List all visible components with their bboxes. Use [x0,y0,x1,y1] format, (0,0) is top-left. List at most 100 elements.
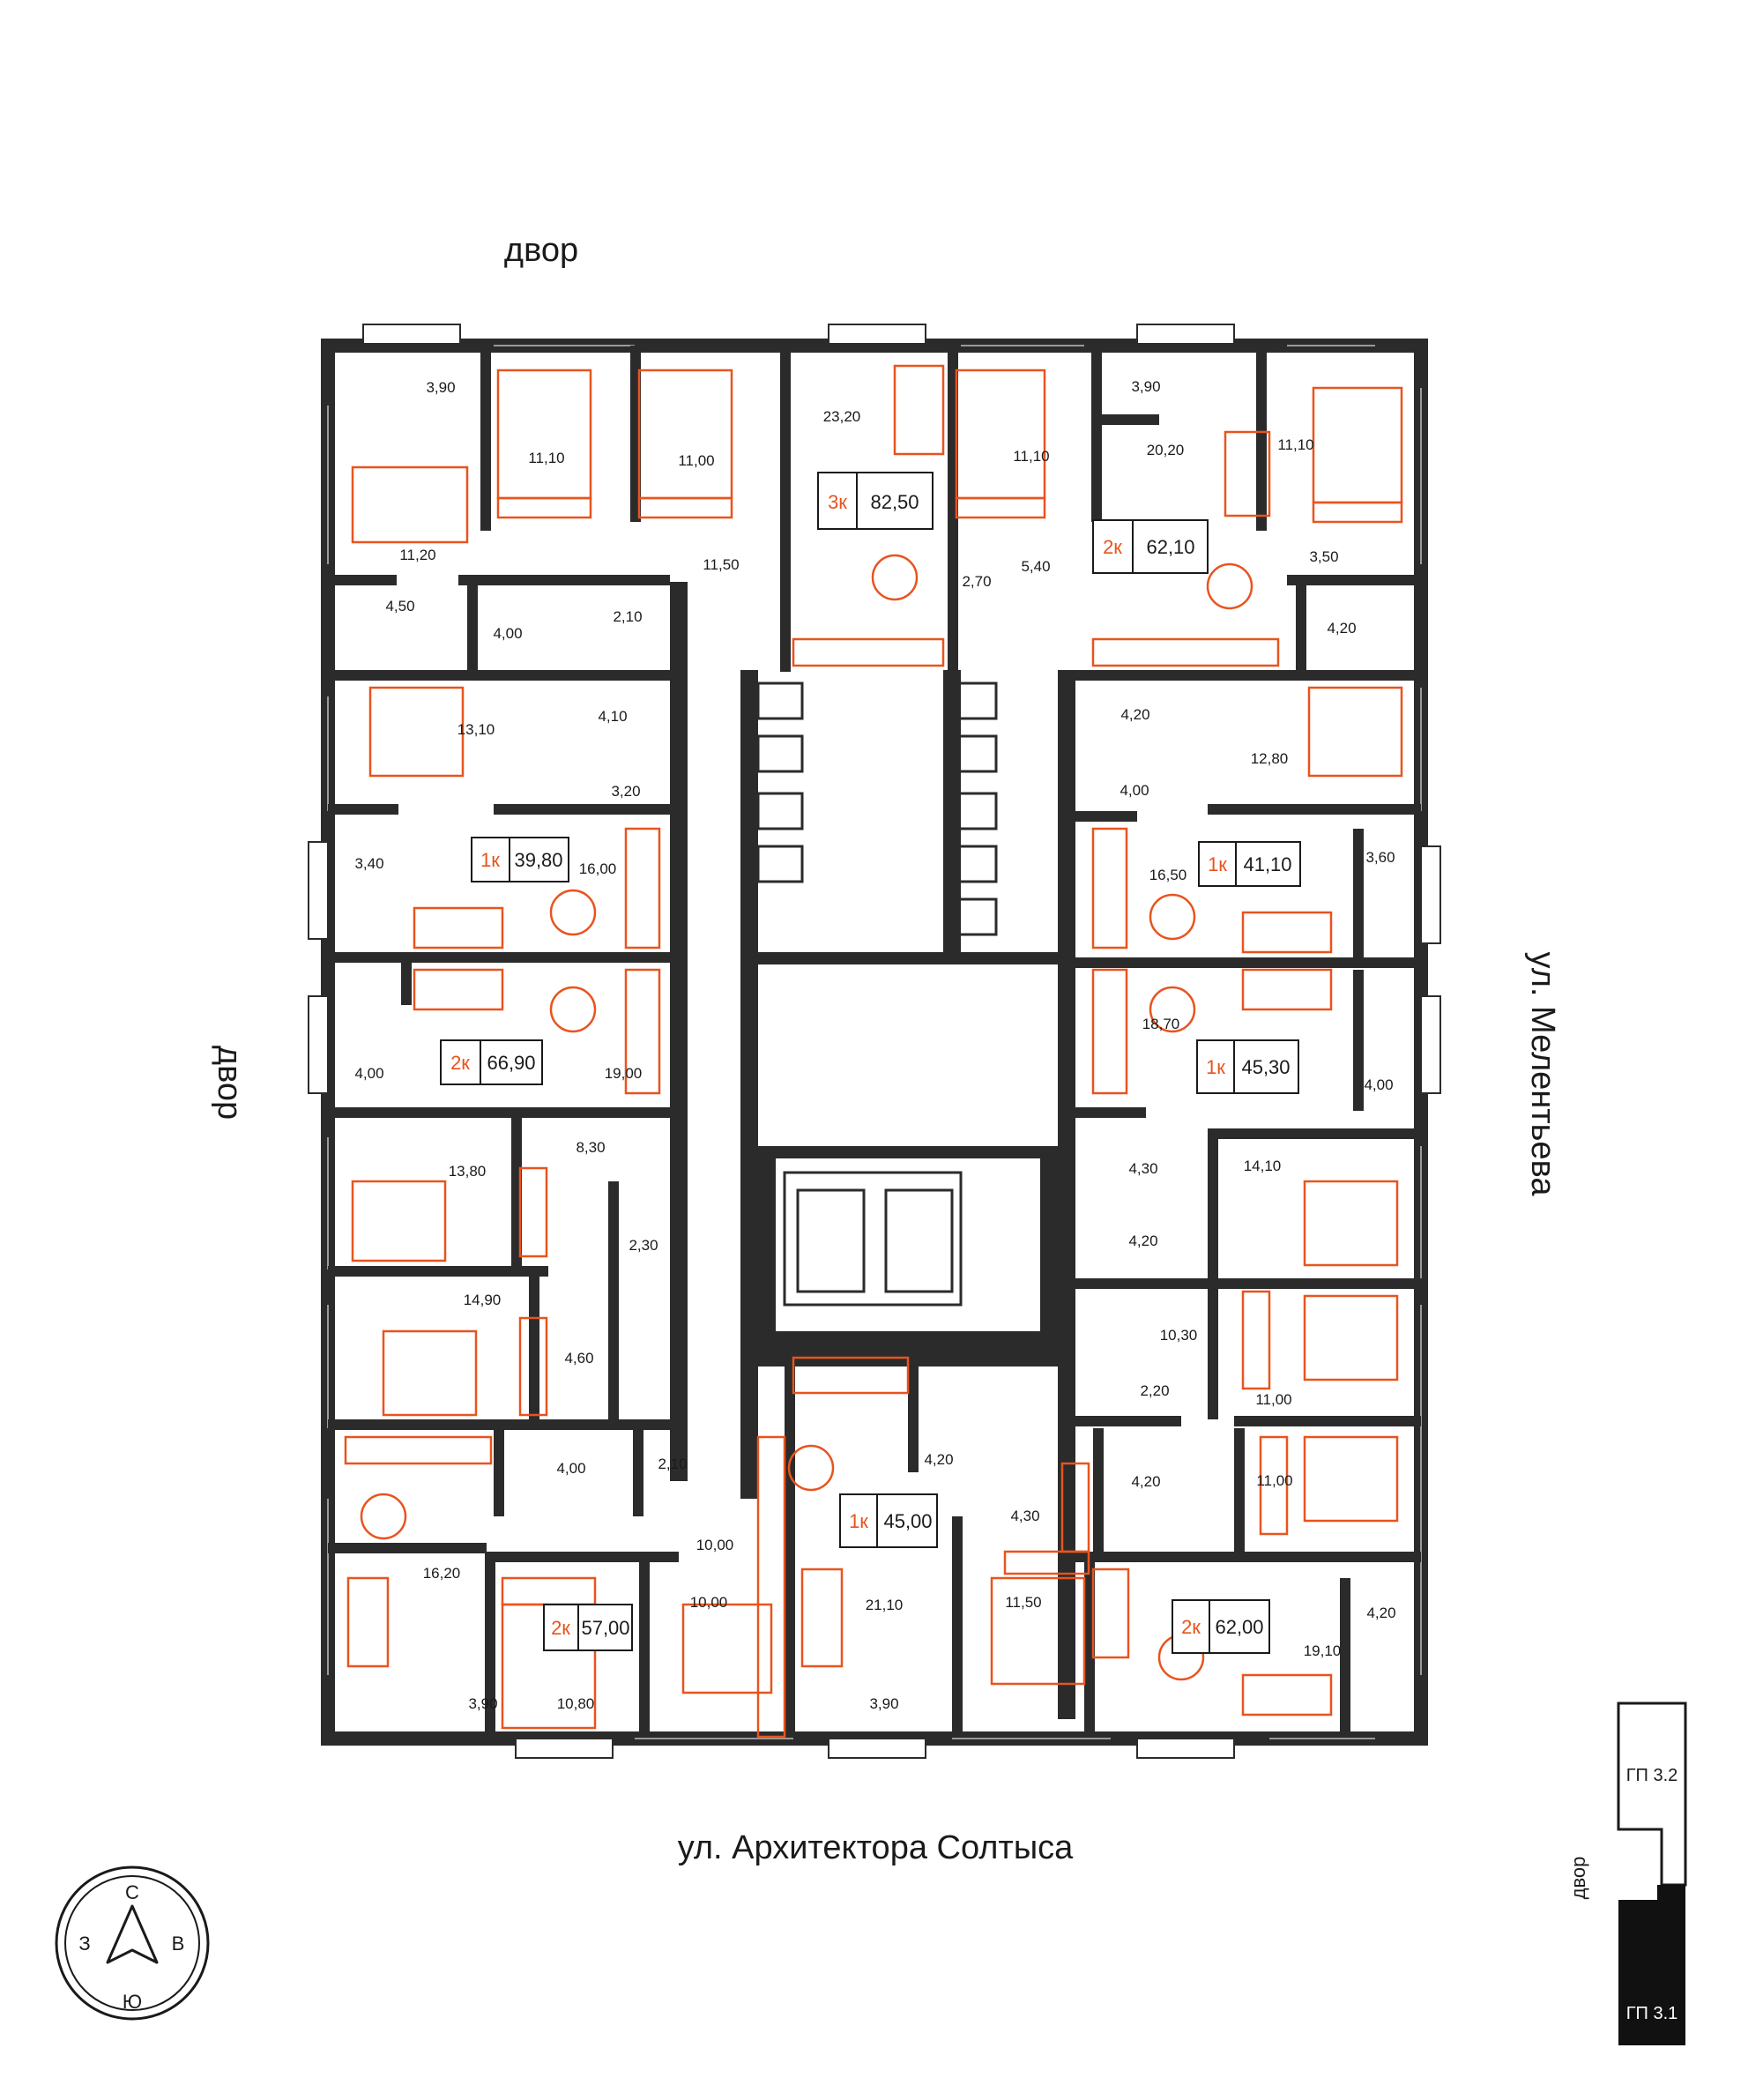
room-area: 20,20 [1147,442,1185,458]
room-area: 11,00 [678,452,714,469]
room-area: 3,90 [468,1695,497,1712]
room-area: 4,00 [1120,782,1149,799]
compass-east: В [172,1932,185,1955]
room-area: 11,10 [1013,448,1049,465]
room-area: 4,10 [598,708,627,725]
svg-text:1к: 1к [480,849,500,871]
svg-text:62,00: 62,00 [1215,1616,1263,1638]
room-area: 2,70 [962,573,991,590]
core-details [756,681,998,1307]
room-area: 3,90 [1131,378,1160,395]
room-area: 4,00 [1364,1076,1393,1093]
room-area: 23,20 [823,408,861,425]
room-area: 21,10 [866,1597,904,1613]
room-area: 4,20 [1131,1473,1160,1490]
compass-north: С [125,1881,139,1903]
room-area: 2,10 [658,1456,687,1472]
room-area: 4,30 [1010,1508,1039,1524]
room-area: 3,20 [611,783,640,800]
room-area: 19,10 [1304,1642,1342,1659]
room-area: 3,90 [869,1695,898,1712]
yard-label-top: двор [504,232,578,269]
room-area: 13,10 [457,721,495,738]
room-area: 11,20 [399,547,435,563]
street-label-right: ул. Мелентьева [1524,952,1561,1197]
compass: С Ю З В [55,1865,210,2021]
room-area: 5,40 [1021,558,1050,575]
room-area: 2,30 [629,1237,658,1254]
apartment-badge[interactable]: 1к 41,10 [1198,841,1301,887]
room-area: 10,00 [696,1537,734,1553]
room-area: 16,20 [423,1565,461,1582]
room-area: 16,50 [1149,867,1187,883]
apartment-badge[interactable]: 2к 62,10 [1092,519,1209,574]
furniture [344,364,1403,1739]
svg-text:2к: 2к [1103,536,1122,558]
room-area: 4,00 [493,625,522,642]
elevator-2 [884,1188,954,1293]
room-area: 3,90 [426,379,455,396]
room-area: 4,30 [1128,1160,1157,1177]
street-label-bottom: ул. Архитектора Солтыса [678,1829,1074,1866]
room-area: 11,10 [1277,436,1313,453]
svg-text:1к: 1к [1208,853,1227,875]
room-area: 3,50 [1309,548,1338,565]
svg-text:82,50: 82,50 [870,491,919,513]
svg-text:2к: 2к [551,1617,570,1639]
keyplan-upper-label: ГП 3.2 [1626,1766,1678,1785]
svg-text:57,00: 57,00 [581,1617,629,1639]
compass-west: З [78,1932,90,1955]
apartment-badge[interactable]: 3к 82,50 [817,472,934,530]
room-area: 4,00 [354,1065,383,1082]
room-area: 14,10 [1244,1158,1282,1174]
svg-text:66,90: 66,90 [487,1052,535,1074]
yard-label-left: двор [211,1046,248,1120]
window-strips [327,345,1422,1739]
room-area: 4,50 [385,598,414,614]
room-area: 19,00 [605,1065,643,1082]
svg-text:45,30: 45,30 [1241,1056,1290,1078]
key-plan: ГП 3.2 ГП 3.1 двор [1567,1702,1687,2045]
windows [308,324,1441,1759]
apartment-badges: 3к 82,50 2к 62,10 1к 39,80 1к 41,10 2к 6… [440,472,1301,1654]
svg-text:1к: 1к [1206,1056,1225,1078]
room-area: 11,10 [528,450,564,466]
room-area: 12,80 [1251,750,1289,767]
room-area: 4,20 [1366,1605,1395,1621]
room-area: 11,00 [1255,1391,1291,1408]
room-area: 10,30 [1160,1327,1198,1344]
room-area: 16,00 [579,860,617,877]
room-area: 4,20 [1327,620,1356,637]
keyplan-yard-label: двор [1567,1857,1589,1900]
room-area: 18,70 [1142,1016,1180,1032]
apartment-badge[interactable]: 2к 57,00 [543,1604,633,1651]
room-area: 4,60 [564,1350,593,1366]
room-area: 14,90 [464,1292,502,1308]
svg-text:2к: 2к [450,1052,470,1074]
room-area: 13,80 [449,1163,487,1180]
svg-text:62,10: 62,10 [1146,536,1194,558]
svg-text:1к: 1к [849,1510,868,1532]
room-areas: 3,90 11,10 11,00 23,20 11,10 3,90 20,20 … [354,378,1395,1712]
compass-south: Ю [123,1991,142,2013]
apartment-badge[interactable]: 2к 66,90 [440,1039,543,1085]
room-area: 2,20 [1140,1382,1169,1399]
apartment-badge[interactable]: 2к 62,00 [1172,1599,1270,1654]
room-area: 3,40 [354,855,383,872]
svg-text:3к: 3к [828,491,847,513]
room-area: 3,60 [1365,849,1395,866]
apartment-badge[interactable]: 1к 45,00 [839,1493,938,1548]
room-area: 10,00 [690,1594,728,1611]
room-area: 4,20 [924,1451,953,1468]
room-area: 2,10 [613,608,642,625]
apartment-badge[interactable]: 1к 39,80 [471,837,569,882]
room-area: 4,20 [1128,1232,1157,1249]
apartment-badge[interactable]: 1к 45,30 [1196,1039,1299,1094]
svg-text:2к: 2к [1181,1616,1201,1638]
room-area: 4,00 [556,1460,585,1477]
svg-text:45,00: 45,00 [883,1510,932,1532]
room-area: 11,50 [703,556,739,573]
room-area: 8,30 [576,1139,605,1156]
keyplan-lower-label: ГП 3.1 [1626,2004,1678,2023]
